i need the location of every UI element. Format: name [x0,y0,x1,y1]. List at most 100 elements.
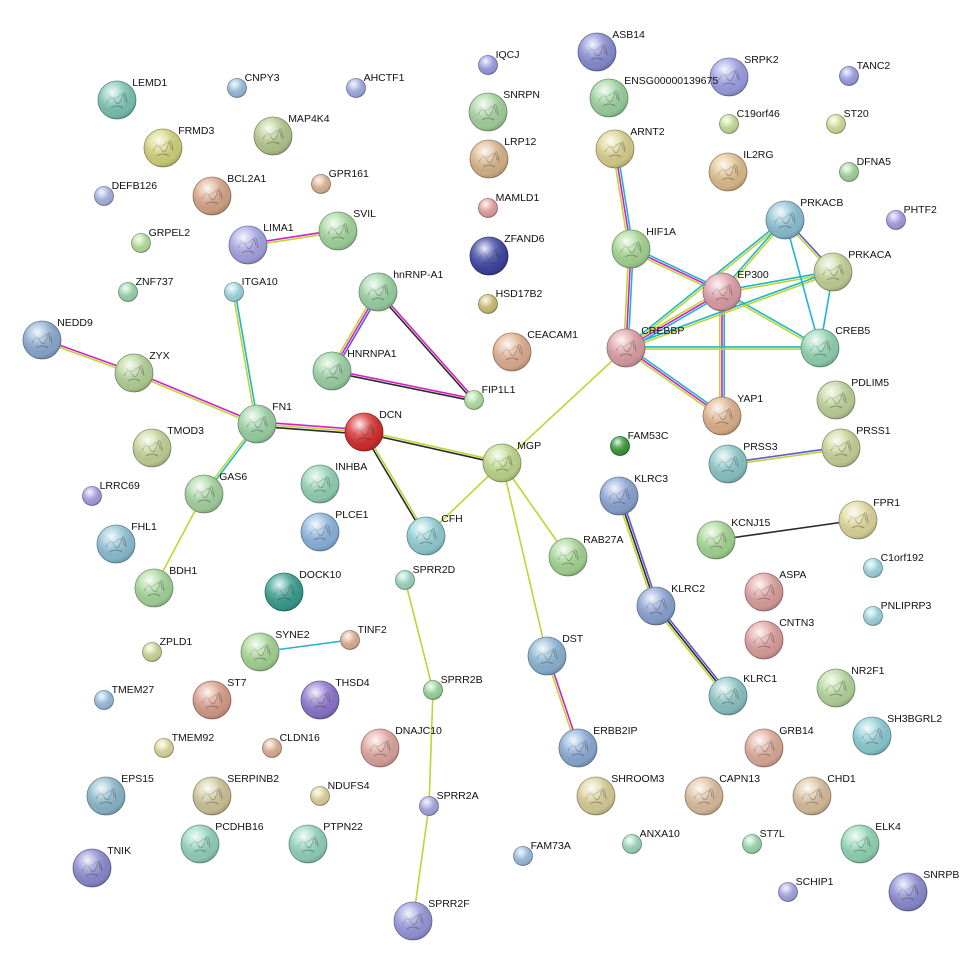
node-CREBBP[interactable]: CREBBP [606,325,684,368]
node-circle[interactable] [318,211,358,251]
node-DOCK10[interactable]: DOCK10 [264,569,341,612]
node-ZPLD1[interactable]: ZPLD1 [142,636,193,662]
node-SRPK2[interactable]: SRPK2 [709,54,779,97]
node-SYNE2[interactable]: SYNE2 [240,629,310,672]
node-EPS15[interactable]: EPS15 [86,773,154,816]
node-circle[interactable] [744,728,784,768]
node-CLDN16[interactable]: CLDN16 [262,732,321,758]
node-circle[interactable] [228,225,268,265]
node-circle[interactable] [482,443,522,483]
node-MAP4K4[interactable]: MAP4K4 [253,113,330,156]
node-ELK4[interactable]: ELK4 [840,821,901,864]
node-circle[interactable] [558,728,598,768]
node-PDLIM5[interactable]: PDLIM5 [816,377,889,420]
node-ENSG[interactable]: ENSG00000139675 [589,75,718,118]
node-KLRC3[interactable]: KLRC3 [599,473,668,516]
node-SNRPB[interactable]: SNRPB [888,869,959,912]
node-PRKACB[interactable]: PRKACB [765,197,843,240]
node-SNRPN[interactable]: SNRPN [468,89,540,132]
node-circle[interactable] [888,872,928,912]
node-circle[interactable] [288,824,328,864]
node-THSD4[interactable]: THSD4 [300,677,370,720]
node-circle[interactable] [589,78,629,118]
node-ST7[interactable]: ST7 [192,677,247,720]
node-FHL1[interactable]: FHL1 [96,521,157,564]
node-FRMD3[interactable]: FRMD3 [143,125,215,168]
node-ST7L[interactable]: ST7L [742,828,785,854]
node-circle[interactable] [192,176,232,216]
node-circle[interactable] [96,524,136,564]
node-SVIL[interactable]: SVIL [318,208,376,251]
node-circle[interactable] [72,848,112,888]
node-circle[interactable] [765,200,805,240]
node-circle[interactable] [300,512,340,552]
node-IL2RG[interactable]: IL2RG [708,149,774,192]
node-AHCTF1[interactable]: AHCTF1 [346,72,405,98]
node-circle[interactable] [708,676,748,716]
node-PNLIPRP3[interactable]: PNLIPRP3 [863,600,932,626]
node-circle[interactable] [22,320,62,360]
node-SCHIP1[interactable]: SCHIP1 [778,876,834,902]
node-circle[interactable] [406,516,446,556]
node-circle[interactable] [192,776,232,816]
node-circle[interactable] [708,444,748,484]
node-RAB27A[interactable]: RAB27A [548,534,623,577]
node-FAM53C[interactable]: FAM53C [610,430,669,456]
node-HNRNPA1[interactable]: HNRNPA1 [312,348,397,391]
node-circle[interactable] [192,680,232,720]
node-circle[interactable] [852,716,892,756]
node-NR2F1[interactable]: NR2F1 [816,665,885,708]
node-CREB5[interactable]: CREB5 [800,325,870,368]
node-PRSS1[interactable]: PRSS1 [821,425,891,468]
node-SPRR2F[interactable]: SPRR2F [393,898,470,941]
node-circle[interactable] [708,152,748,192]
node-circle[interactable] [576,776,616,816]
node-circle[interactable] [744,572,784,612]
node-SPRR2D[interactable]: SPRR2D [395,564,456,590]
node-SPRR2A[interactable]: SPRR2A [419,790,479,816]
node-circle[interactable] [792,776,832,816]
node-circle[interactable] [300,464,340,504]
node-ASB14[interactable]: ASB14 [577,29,645,72]
node-ANXA10[interactable]: ANXA10 [622,828,681,854]
node-SHROOM3[interactable]: SHROOM3 [576,773,664,816]
node-circle[interactable] [114,353,154,393]
node-circle[interactable] [240,632,280,672]
node-circle[interactable] [132,428,172,468]
node-circle[interactable] [180,824,220,864]
node-IQCJ[interactable]: IQCJ [478,49,520,75]
node-hnRNPA1a[interactable]: hnRNP-A1 [358,269,444,312]
node-ZNF737[interactable]: ZNF737 [118,276,174,302]
node-HIF1A[interactable]: HIF1A [611,226,676,269]
node-circle[interactable] [816,380,856,420]
node-circle[interactable] [702,396,742,436]
node-TANC2[interactable]: TANC2 [839,60,891,86]
node-NDUFS4[interactable]: NDUFS4 [310,780,370,806]
node-circle[interactable] [527,636,567,676]
node-FN1[interactable]: FN1 [237,401,292,444]
node-LEMD1[interactable]: LEMD1 [97,77,167,120]
node-LRP12[interactable]: LRP12 [469,136,536,179]
node-PRSS3[interactable]: PRSS3 [708,441,778,484]
node-GRB14[interactable]: GRB14 [744,725,814,768]
node-TMOD3[interactable]: TMOD3 [132,425,204,468]
node-circle[interactable] [611,229,651,269]
node-circle[interactable] [360,728,400,768]
node-PRKACA[interactable]: PRKACA [813,249,891,292]
node-PLCE1[interactable]: PLCE1 [300,509,369,552]
node-DST[interactable]: DST [527,633,584,676]
node-circle[interactable] [86,776,126,816]
node-CNTN3[interactable]: CNTN3 [744,617,814,660]
node-circle[interactable] [469,139,509,179]
node-ITGA10[interactable]: ITGA10 [224,276,278,302]
node-circle[interactable] [393,901,433,941]
node-CEACAM1[interactable]: CEACAM1 [492,329,578,372]
node-SERPINB2[interactable]: SERPINB2 [192,773,279,816]
node-TNIK[interactable]: TNIK [72,845,131,888]
node-circle[interactable] [577,32,617,72]
node-CHD1[interactable]: CHD1 [792,773,856,816]
node-SPRR2B[interactable]: SPRR2B [423,674,483,700]
node-circle[interactable] [606,328,646,368]
node-circle[interactable] [358,272,398,312]
node-TMEM27[interactable]: TMEM27 [94,684,155,710]
